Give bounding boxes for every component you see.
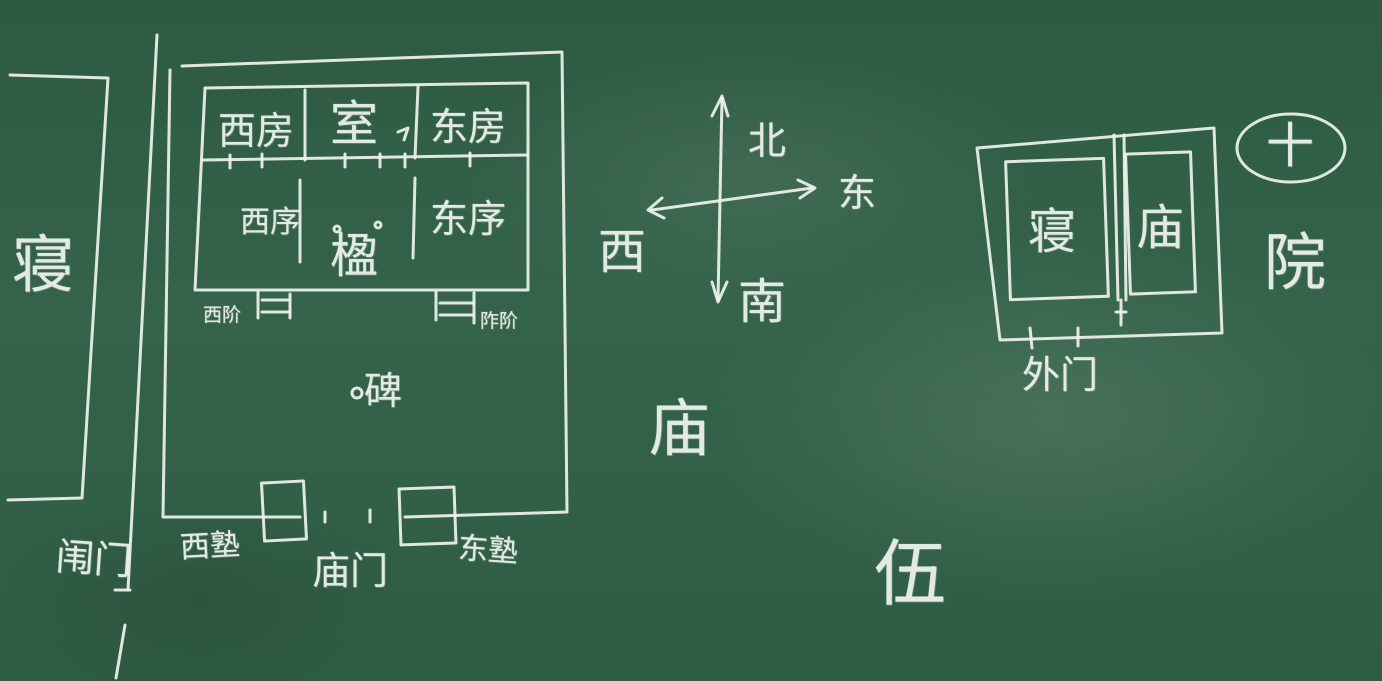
left-room-label: 寝 [1, 232, 74, 288]
left-lower-line [114, 623, 127, 680]
left-gate-label: 闱门 [54, 534, 134, 584]
courtyard-wall [975, 126, 1224, 342]
center-temple-label: 庙 [648, 392, 711, 465]
hall-divider-2 [411, 176, 417, 260]
temple-gate-label: 庙门 [312, 549, 389, 593]
compass-vertical [716, 96, 724, 302]
right-temple-label: 庙 [1136, 200, 1185, 256]
temple-outer-wall [161, 50, 569, 519]
temple-box [1124, 150, 1197, 296]
left-divider-line [126, 33, 159, 592]
rooms-band [193, 81, 530, 292]
left-room-outline [6, 73, 110, 502]
stele-label: 碑 [364, 369, 403, 413]
bedroom-box [1004, 156, 1110, 302]
room-west-label: 西房 [218, 109, 295, 153]
stele-mark [350, 386, 364, 400]
steps-east-label: 阼阶 [480, 310, 519, 332]
compass-south-label: 南 [738, 274, 787, 330]
room-divider-2 [413, 85, 420, 160]
circled-number-ring [1235, 112, 1347, 184]
circled-number-label: 十 [1266, 118, 1315, 174]
rooms-baseline [201, 153, 530, 162]
courtyard-label: 院 [1264, 226, 1327, 299]
door-mark [396, 126, 410, 142]
pillar-right [373, 220, 383, 230]
wing-west-label: 西塾 [179, 527, 241, 566]
east-wing-room [397, 485, 458, 547]
room-east-label: 东房 [430, 105, 507, 149]
center-five-label: 伍 [874, 532, 947, 616]
outer-gate-label: 外门 [1022, 353, 1099, 397]
wing-east-label: 东塾 [456, 530, 520, 571]
west-wing-room [260, 479, 308, 543]
right-bedroom-label: 寝 [1028, 204, 1077, 260]
hall-west-label: 西序 [240, 205, 300, 240]
compass-north-label: 北 [748, 119, 787, 163]
pillar-left [332, 224, 342, 234]
hall-east-label: 东序 [430, 197, 507, 241]
room-main-label: 室 [330, 96, 379, 152]
hall-center-label: 楹 [330, 228, 379, 284]
compass-east-label: 东 [838, 171, 877, 215]
steps-west-label: 西阶 [203, 304, 242, 326]
compass-west-label: 西 [598, 224, 647, 280]
compass-horizontal [650, 186, 814, 212]
